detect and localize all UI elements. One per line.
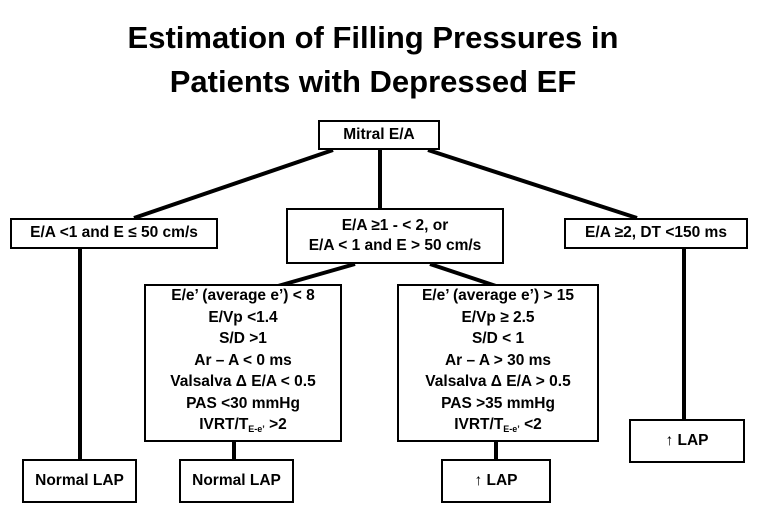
connector-middle-low [277, 262, 356, 288]
low-criterion: PAS <30 mmHg [186, 394, 300, 412]
low-outcome-label: Normal LAP [192, 471, 281, 489]
connector-root-left [133, 148, 334, 220]
high-outcome-node: ↑ LAP [441, 459, 551, 503]
high-criterion-ivrt: IVRT/TE-e’ <2 [454, 416, 542, 435]
high-criterion: Valsalva Δ E/A > 0.5 [425, 373, 571, 391]
left-outcome-node: Normal LAP [22, 459, 137, 503]
diagram-title-line-1: Estimation of Filling Pressures in [127, 20, 619, 55]
high-criterion: S/D < 1 [471, 330, 525, 348]
right-branch-node: E/A ≥2, DT <150 ms [564, 218, 748, 249]
left-branch-node: E/A <1 and E ≤ 50 cm/s [10, 218, 218, 249]
low-criterion: Valsalva Δ E/A < 0.5 [170, 373, 316, 391]
low-criteria-box: E/e’ (average e’) < 8 E/Vp <1.4 S/D >1 A… [144, 284, 342, 442]
connector-middle-high [429, 262, 497, 288]
high-criterion: Ar – A > 30 ms [444, 351, 552, 369]
root-node: Mitral E/A [318, 120, 440, 150]
left-outcome-label: Normal LAP [35, 471, 124, 489]
high-criterion: E/Vp ≥ 2.5 [461, 308, 535, 326]
high-criterion: E/e’ (average e’) > 15 [421, 287, 575, 305]
low-outcome-node: Normal LAP [179, 459, 294, 503]
right-outcome-node: ↑ LAP [629, 419, 745, 463]
high-criteria-box: E/e’ (average e’) > 15 E/Vp ≥ 2.5 S/D < … [397, 284, 599, 442]
low-criterion: Ar – A < 0 ms [194, 351, 292, 369]
high-criterion: PAS >35 mmHg [441, 394, 555, 412]
low-criterion: S/D >1 [219, 330, 267, 348]
middle-branch-node: E/A ≥1 - < 2, or E/A < 1 and E > 50 cm/s [286, 208, 504, 264]
root-label: Mitral E/A [343, 125, 415, 143]
low-criterion: E/e’ (average e’) < 8 [171, 287, 315, 305]
middle-branch-line-1: E/A ≥1 - < 2, or [341, 216, 449, 234]
low-criterion: E/Vp <1.4 [208, 308, 278, 326]
left-branch-label: E/A <1 and E ≤ 50 cm/s [30, 224, 198, 242]
diagram-title-line-2: Patients with Depressed EF [169, 64, 577, 99]
right-outcome-label: ↑ LAP [665, 431, 709, 449]
connector-root-right [427, 148, 638, 220]
right-branch-label: E/A ≥2, DT <150 ms [585, 224, 727, 242]
low-criterion-ivrt: IVRT/TE-e’ >2 [199, 416, 287, 435]
high-outcome-label: ↑ LAP [474, 471, 518, 489]
middle-branch-line-2: E/A < 1 and E > 50 cm/s [308, 237, 482, 254]
